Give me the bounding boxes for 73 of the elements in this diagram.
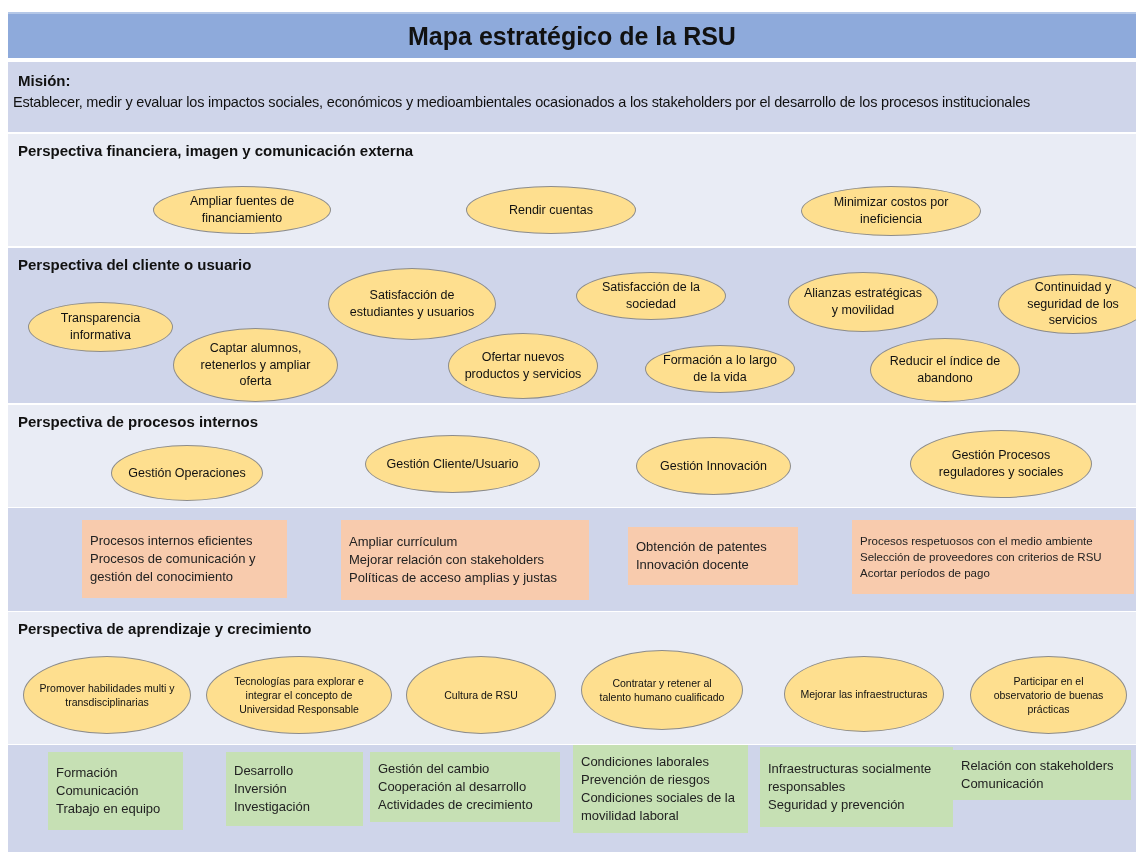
- action-item: Relación con stakeholders: [961, 756, 1115, 775]
- action-box: [82, 520, 287, 598]
- objective-text: Mejorar las infraestructuras: [800, 686, 928, 702]
- action-band: [8, 508, 1136, 611]
- action-item: Infraestructuras socialmente responsables: [768, 759, 933, 796]
- objective-text: Contratar y retener al talento humano cualificado: [598, 675, 726, 705]
- band-heading: Perspectiva financiera, imagen y comunicación externa: [18, 142, 414, 159]
- action-item: Políticas de acceso amplias y justas: [349, 569, 559, 588]
- objective-text: Rendir cuentas: [508, 201, 594, 219]
- objective-text: Continuidad y seguridad de los servicios: [1026, 278, 1120, 330]
- objective-text: Promover habilidades multi y transdisciplinarias: [38, 680, 176, 710]
- action-box: [341, 520, 589, 600]
- band-heading: Perspectiva de procesos internos: [18, 413, 259, 430]
- objective-text: Alianzas estratégicas y movilidad: [803, 285, 923, 319]
- action-box: [573, 745, 748, 833]
- action-item: Procesos internos eficientes: [90, 531, 254, 550]
- objective-text: Satisfacción de la sociedad: [601, 279, 701, 313]
- action-item: Actividades de crecimiento: [378, 796, 534, 815]
- band-heading: Perspectiva del cliente o usuario: [18, 256, 252, 273]
- action-box: [760, 747, 953, 827]
- band-heading: Perspectiva de aprendizaje y crecimiento: [18, 620, 312, 637]
- action-item: Comunicación: [961, 775, 1045, 793]
- objective-text: Gestión Innovación: [660, 457, 767, 475]
- objective-text: Gestión Cliente/Usuario: [386, 455, 519, 473]
- perspective-band: [8, 134, 1136, 246]
- objective-text: Ampliar fuentes de financiamiento: [188, 193, 296, 227]
- action-item: Gestión del cambio: [378, 759, 491, 778]
- objective-ellipse: [998, 274, 1136, 334]
- perspective-band: [8, 612, 1136, 744]
- objective-text: Participar en el observatorio de buenas prácticas: [992, 673, 1105, 717]
- action-item: Inversión: [234, 779, 288, 798]
- mission-text: Establecer, medir y evaluar los impactos sociales, económicos y medioambientales ocasionados a los stakeholders por el desarrollo de los procesos institucionales: [13, 94, 1031, 110]
- action-item: Condiciones laborales: [581, 752, 710, 771]
- action-item: Selección de proveedores con criterios de RSU: [860, 549, 1103, 565]
- action-box: [370, 752, 560, 822]
- action-item: Ampliar currículum: [349, 532, 459, 551]
- objective-text: Transparencia informativa: [59, 310, 142, 344]
- action-item: Innovación docente: [636, 556, 750, 574]
- action-item: Trabajo en equipo: [56, 800, 162, 819]
- objective-text: Gestión Operaciones: [128, 464, 246, 482]
- action-box: [226, 752, 363, 826]
- band-heading: Misión:: [18, 72, 71, 89]
- action-box: [48, 752, 183, 830]
- perspective-band: [8, 62, 1136, 132]
- action-item: Investigación: [234, 798, 311, 817]
- objective-text: Tecnologías para explorar e integrar el concepto de Universidad Responsable: [233, 673, 365, 717]
- objective-text: Ofertar nuevos productos y servicios: [463, 349, 583, 383]
- objective-text: Reducir el índice de abandono: [888, 353, 1002, 387]
- action-box: [628, 527, 798, 585]
- objective-text: Captar alumnos, retenerlos y ampliar oferta: [199, 339, 312, 391]
- action-item: Cooperación al desarrollo: [378, 777, 528, 796]
- objective-text: Satisfacción de estudiantes y usuarios: [348, 287, 476, 321]
- action-item: Comunicación: [56, 781, 140, 800]
- action-item: Acortar períodos de pago: [860, 566, 991, 582]
- action-item: Obtención de patentes: [636, 537, 768, 556]
- objective-text: Formación a lo largo de la vida: [662, 352, 778, 386]
- action-item: Procesos respetuosos con el medio ambiente: [860, 533, 1094, 549]
- objective-text: Minimizar costos por ineficiencia: [832, 194, 950, 228]
- action-box: [852, 520, 1134, 594]
- action-item: Mejorar relación con stakeholders: [349, 550, 546, 569]
- action-band: [8, 745, 1136, 852]
- objective-text: Cultura de RSU: [444, 687, 518, 703]
- action-item: Seguridad y prevención: [768, 796, 906, 815]
- action-item: Prevención de riesgos: [581, 770, 711, 789]
- perspective-band: [8, 405, 1136, 507]
- action-item: Procesos de comunicación y gestión del conocimiento: [90, 549, 257, 587]
- action-item: Condiciones sociales de la movilidad laboral: [581, 789, 736, 826]
- action-item: Formación: [56, 763, 119, 782]
- perspective-band: [8, 248, 1136, 403]
- objective-text: Gestión Procesos reguladores y sociales: [937, 447, 1065, 481]
- diagram-title: Mapa estratégico de la RSU: [8, 12, 1136, 58]
- action-item: Desarrollo: [234, 761, 295, 780]
- action-box: [953, 750, 1131, 800]
